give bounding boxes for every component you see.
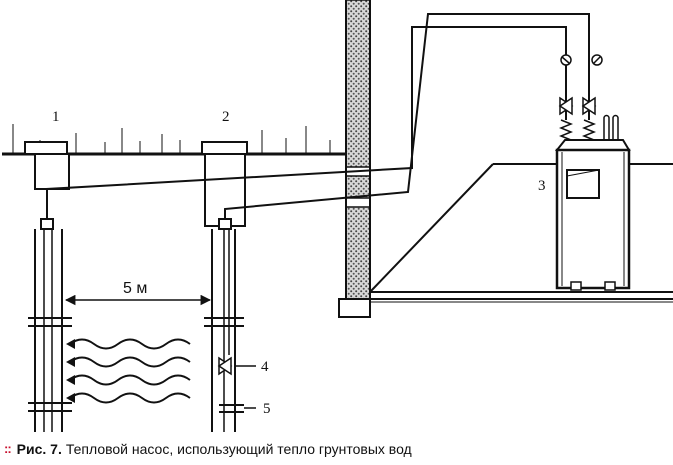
building-wall — [345, 0, 371, 300]
label-flange: 5 — [263, 401, 271, 417]
pressure-gauges — [560, 54, 603, 66]
heat-pump-unit — [554, 114, 631, 291]
basement-floor — [338, 163, 673, 318]
groundwater-flow — [66, 338, 191, 404]
heat-pump-diagram: 1 2 3 4 5 5 м — [2, 0, 673, 432]
caption-label: Рис. 7. — [16, 440, 62, 457]
well-head-2 — [201, 141, 248, 227]
label-valve: 4 — [261, 359, 269, 375]
label-heat-pump: 3 — [538, 178, 546, 194]
submersible-valve — [217, 356, 256, 376]
label-distance: 5 м — [123, 280, 147, 297]
figure-caption: :: Рис. 7. Тепловой насос, использующий … — [0, 432, 673, 465]
well-head-1 — [24, 141, 70, 190]
label-well-1: 1 — [52, 109, 60, 125]
well-casing-1 — [28, 218, 72, 432]
caption-marker: :: — [4, 441, 12, 456]
label-well-2: 2 — [222, 109, 230, 125]
caption-text: Тепловой насос, использующий тепло грунт… — [65, 440, 412, 457]
well-casing-2 — [204, 218, 244, 432]
inlet-valves — [558, 90, 597, 141]
piping — [46, 13, 590, 219]
